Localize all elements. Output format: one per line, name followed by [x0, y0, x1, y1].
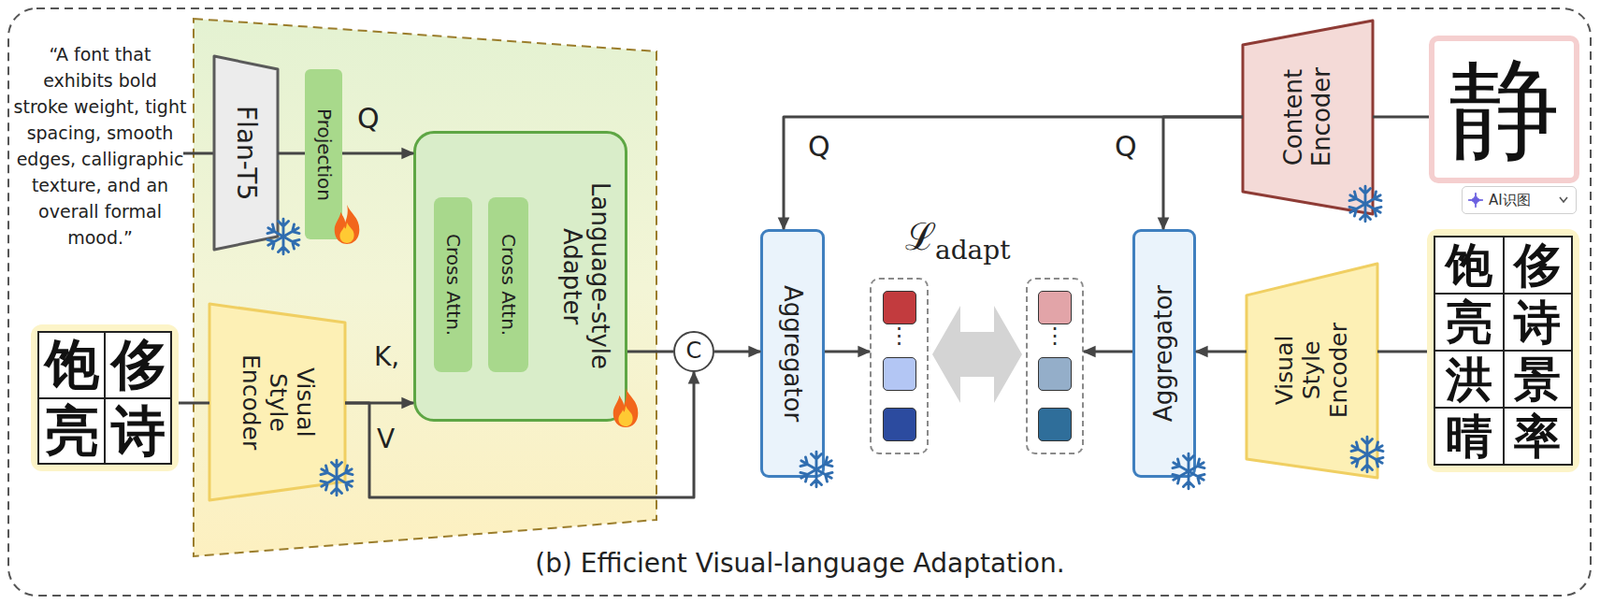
glyph-char: 率 [1513, 413, 1561, 461]
encoder-outline [1246, 263, 1378, 478]
glyph-grid: 饱侈亮诗洪景晴率 [1433, 235, 1573, 466]
figure-caption: (b) Efficient Visual-language Adaptation… [0, 547, 1600, 580]
connector-arrow [1377, 350, 1428, 354]
grid-cell: 诗 [1503, 293, 1573, 351]
embedding-token [1037, 290, 1072, 325]
connector-arrow [627, 350, 674, 354]
connector-arrow [1372, 115, 1429, 119]
edge-label: Q [807, 130, 831, 164]
trainable-region [193, 18, 657, 557]
glyph-char: 亮 [1445, 299, 1493, 346]
glyph-char: 晴 [1445, 413, 1493, 461]
adapter-box: Language-style Adapter Cross Attn. Cross A… [413, 130, 628, 422]
grid-cell: 侈 [1503, 236, 1573, 294]
attention-block: Cross Attn. [433, 197, 473, 373]
attention-block: Cross Attn. [488, 197, 529, 373]
embedding-token [882, 357, 917, 391]
loss-symbol: ℒ [905, 215, 937, 259]
grid-cell: 率 [1503, 407, 1573, 465]
edge-label: K, [374, 342, 400, 373]
alignment-arrow [932, 305, 1023, 404]
ellipsis-mark: ⋮ [1027, 324, 1082, 347]
connector-arrow [277, 152, 305, 156]
loss-subscript: adapt [935, 235, 1011, 266]
node-label: Cross Attn. [497, 233, 519, 336]
aggregator-box: Aggregator [760, 229, 825, 478]
connector-arrow [1196, 350, 1247, 354]
connector-arrow [342, 152, 414, 156]
node-label: Content Encoder [1280, 67, 1337, 167]
prompt-text: “A font that exhibits bold stroke weight… [13, 41, 188, 251]
embedding-token [1037, 407, 1072, 442]
grid-cell: 洪 [1434, 350, 1504, 408]
prompt-leader-line [183, 152, 215, 156]
connector-arrow [1163, 116, 1243, 230]
glyph-char: 景 [1513, 356, 1561, 404]
glyph-char: 饱 [1445, 242, 1493, 289]
embedding-token [882, 407, 917, 442]
node-label: Aggregator [1150, 285, 1179, 422]
projection-layer: Projection [304, 69, 343, 240]
connector-arrow [345, 402, 414, 405]
concat-node: C [673, 331, 715, 373]
style-reference-grid: 饱侈亮诗 [30, 324, 179, 472]
text-encoder: Flan-T5 [214, 56, 278, 250]
glyph-char: 侈 [111, 337, 166, 392]
embedding-stack: ⋮ [1025, 277, 1084, 455]
connector-arrow [783, 116, 1243, 230]
node-label: Language-style Adapter [557, 154, 614, 400]
edge-label: Q [1114, 130, 1138, 164]
glyph-grid: 饱侈亮诗 [37, 331, 173, 465]
connector-arrow [714, 350, 761, 354]
node-label: Flan-T5 [230, 105, 261, 201]
grid-cell: 景 [1503, 350, 1573, 408]
glyph-char: 洪 [1445, 356, 1493, 404]
glyph-char: 诗 [111, 403, 166, 459]
grid-cell: 亮 [1434, 293, 1504, 351]
glyph-char: 亮 [44, 403, 100, 459]
encoder-outline [1242, 20, 1373, 215]
ui-button: AI识图 [1461, 186, 1577, 215]
glyph-char: 饱 [44, 337, 100, 392]
embedding-stack: ⋮ [869, 277, 929, 455]
node-label: Projection [313, 108, 335, 202]
grid-cell: 亮 [38, 398, 105, 465]
outer-frame [8, 8, 1591, 596]
edge-label: Q [357, 102, 380, 136]
grid-cell: 诗 [104, 398, 172, 465]
encoder-outline [209, 303, 346, 501]
connector-arrow [178, 402, 210, 405]
value-label: V [376, 424, 395, 455]
aggregator-box: Aggregator [1132, 229, 1197, 478]
ellipsis-mark: ⋮ [871, 324, 927, 347]
style-encoder: Visual Style Encoder [1246, 263, 1378, 478]
grid-cell: 晴 [1434, 407, 1504, 465]
glyph-char: 静 [1449, 54, 1560, 165]
node-label: Aggregator [778, 285, 808, 422]
content-encoder: Content Encoder [1242, 20, 1373, 215]
glyph-char: 侈 [1513, 242, 1561, 289]
content-glyph: 静 [1428, 35, 1580, 184]
node-label: Visual Style Encoder [236, 354, 318, 450]
embedding-token [882, 290, 917, 325]
connector-arrow [1083, 350, 1133, 354]
grid-cell: 饱 [1434, 236, 1504, 294]
grid-cell: 侈 [104, 331, 172, 399]
node-label: Visual Style Encoder [1271, 322, 1353, 419]
grid-cell: 饱 [38, 331, 105, 399]
node-label: Cross Attn. [442, 233, 464, 336]
embedding-token [1037, 357, 1072, 391]
connector-arrow [824, 350, 870, 354]
style-encoder: Visual Style Encoder [209, 303, 346, 501]
glyph-char: 诗 [1513, 299, 1561, 346]
encoder-outline [214, 56, 278, 250]
style-reference-grid: 饱侈亮诗洪景晴率 [1427, 229, 1580, 473]
node-label: C [686, 338, 703, 365]
